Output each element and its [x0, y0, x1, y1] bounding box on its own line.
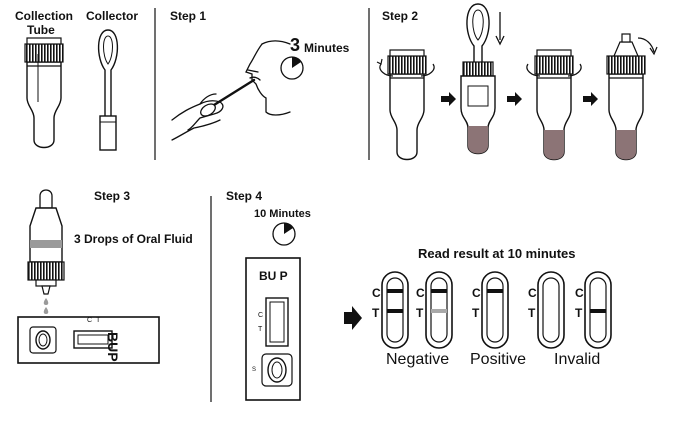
- step3-dropper-tube: [27, 189, 65, 314]
- neg2-t-label: T: [416, 306, 424, 320]
- step3-heading: Step 3: [94, 189, 131, 203]
- neg2-c-label: C: [416, 286, 425, 300]
- pos-c-label: C: [472, 286, 481, 300]
- step3-instruction: 3 Drops of Oral Fluid: [74, 232, 193, 246]
- step4-cassette-s: S: [252, 367, 257, 373]
- result-positive-caption: Positive: [470, 351, 527, 368]
- step2-arrow-1: [441, 92, 456, 106]
- step1-timer-icon: [280, 56, 304, 80]
- step1-heading: Step 1: [170, 9, 207, 23]
- step2-arrow-3: [583, 92, 598, 106]
- step4-cassette: [245, 257, 301, 401]
- inv2-c-label: C: [575, 286, 584, 300]
- inv2-t-label: T: [575, 306, 583, 320]
- step4-minutes: 10 Minutes: [254, 208, 311, 220]
- step2-tube-open: [376, 49, 435, 161]
- step2-arrow-2: [507, 92, 522, 106]
- step3-cassette-c: C: [87, 317, 93, 324]
- step2-tube-dropper: [606, 33, 658, 161]
- step3-cassette-t: T: [96, 317, 101, 324]
- step2-heading: Step 2: [382, 9, 419, 23]
- step4-timer-icon: [272, 222, 296, 246]
- collector-illustration: [97, 29, 119, 151]
- neg1-c-label: C: [372, 286, 381, 300]
- collection-tube-illustration: [24, 37, 64, 149]
- result-positive: [481, 271, 509, 349]
- step1-minutes-number: 3: [290, 35, 301, 55]
- read-result-heading: Read result at 10 minutes: [418, 246, 576, 261]
- inv1-t-label: T: [528, 306, 536, 320]
- result-negative-2: [425, 271, 453, 349]
- result-invalid-caption: Invalid: [554, 351, 601, 368]
- neg1-t-label: T: [372, 306, 380, 320]
- step2-tube-closed: [526, 49, 582, 161]
- result-invalid-2: [584, 271, 612, 349]
- step3-cassette-drug: BUP: [105, 332, 121, 362]
- step2-collector-inserted: [460, 3, 505, 155]
- step4-cassette-drug: BU P: [259, 269, 288, 283]
- pos-t-label: T: [472, 306, 480, 320]
- result-invalid-1: [537, 271, 565, 349]
- result-negative-caption: Negative: [386, 351, 450, 368]
- result-arrow: [344, 306, 362, 330]
- step4-cassette-t: T: [258, 326, 263, 333]
- step4-cassette-c: C: [258, 312, 264, 319]
- step4-heading: Step 4: [226, 189, 263, 203]
- collection-tube-label: Collection: [15, 9, 74, 23]
- step3-cassette: [17, 316, 160, 364]
- collector-label: Collector: [86, 9, 139, 23]
- step1-illustration: [171, 40, 291, 141]
- result-negative-1: [381, 271, 409, 349]
- collection-tube-label-2: Tube: [27, 23, 55, 37]
- inv1-c-label: C: [528, 286, 537, 300]
- step1-minutes-word: Minutes: [304, 41, 350, 55]
